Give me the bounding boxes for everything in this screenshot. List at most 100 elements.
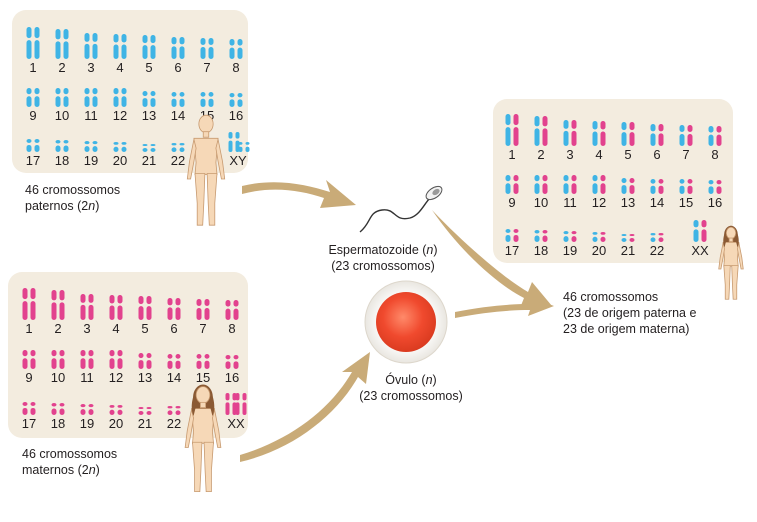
chromosome-21: [138, 407, 152, 415]
chromosome-number-14: 14: [171, 108, 185, 123]
chromosome-13: [142, 91, 156, 107]
chromosome-12: [592, 175, 606, 194]
chromosome-X: [228, 132, 240, 152]
chromosome-10: [51, 350, 65, 369]
chromosome-number-XX: XX: [691, 243, 709, 258]
chromosome-11: [84, 88, 98, 107]
chromosome-number-3: 3: [87, 60, 94, 75]
chromosome-number-6: 6: [170, 321, 177, 336]
chromosome-9: [26, 88, 40, 107]
chromosome-22: [650, 233, 664, 242]
chromosome-12: [109, 350, 123, 369]
chromosome-number-10: 10: [534, 195, 548, 210]
chromosome-number-7: 7: [682, 147, 689, 162]
chromosome-number-1: 1: [29, 60, 36, 75]
chromosome-number-21: 21: [142, 153, 156, 168]
chromosome-number-3: 3: [83, 321, 90, 336]
chromosome-number-20: 20: [109, 416, 123, 431]
chromosome-number-16: 16: [229, 108, 243, 123]
chromosome-number-8: 8: [232, 60, 239, 75]
chromosome-number-5: 5: [145, 60, 152, 75]
chromosome-number-13: 13: [621, 195, 635, 210]
chromosome-number-18: 18: [51, 416, 65, 431]
chromosome-number-12: 12: [109, 370, 123, 385]
chromosome-5: [142, 35, 156, 59]
chromosome-19: [563, 231, 577, 242]
chromosome-number-15: 15: [196, 370, 210, 385]
chromosome-number-21: 21: [138, 416, 152, 431]
chromosome-18: [534, 230, 548, 242]
maternal-caption: 46 cromossomos maternos (2n): [22, 446, 117, 478]
chromosome-8: [225, 300, 239, 320]
chromosome-4: [109, 295, 123, 320]
arrow-ovum-to-child: [455, 296, 554, 318]
ovum-label-n: n: [425, 373, 433, 387]
chromosome-number-3: 3: [566, 147, 573, 162]
chromosome-number-4: 4: [112, 321, 119, 336]
chromosome-number-9: 9: [508, 195, 515, 210]
chromosome-number-1: 1: [508, 147, 515, 162]
chromosome-number-5: 5: [624, 147, 631, 162]
chromosome-number-XY: XY: [229, 153, 247, 168]
chromosome-19: [84, 141, 98, 152]
ovum-cell: [364, 280, 448, 364]
chromosome-22: [167, 406, 181, 415]
chromosome-7: [200, 38, 214, 59]
chromosome-1: [22, 288, 36, 320]
paternal-caption: 46 cromossomos paternos (2n): [25, 182, 120, 214]
chromosome-15: [196, 354, 210, 369]
chromosome-number-5: 5: [141, 321, 148, 336]
chromosome-number-XX: XX: [227, 416, 245, 431]
child-caption: 46 cromossomos (23 de origem paterna e 2…: [563, 289, 696, 337]
chromosome-19: [80, 404, 94, 415]
chromosome-number-12: 12: [592, 195, 606, 210]
chromosome-3: [80, 294, 94, 320]
chromosome-7: [196, 299, 210, 320]
chromosome-number-22: 22: [171, 153, 185, 168]
chromosome-1: [26, 27, 40, 59]
chromosome-14: [650, 179, 664, 194]
chromosome-number-19: 19: [563, 243, 577, 258]
arrow-sperm-to-child: [432, 210, 552, 308]
maternal-caption-line1: 46 cromossomos: [22, 447, 118, 461]
daughter-figure: [718, 225, 744, 300]
chromosome-X-2: [235, 393, 247, 415]
paternal-caption-line2: paternos (2n): [25, 198, 120, 214]
chromosome-11: [80, 350, 94, 369]
chromosome-XX: [225, 393, 247, 415]
chromosome-number-9: 9: [29, 108, 36, 123]
chromosome-number-10: 10: [51, 370, 65, 385]
child-karyotype-panel: [493, 99, 733, 263]
chromosome-5: [138, 296, 152, 320]
chromosome-number-10: 10: [55, 108, 69, 123]
sperm-label-n: n: [426, 243, 434, 257]
chromosome-10: [534, 175, 548, 194]
chromosome-15: [679, 179, 693, 194]
chromosome-number-11: 11: [563, 195, 577, 210]
chromosome-7: [679, 125, 693, 146]
chromosome-number-2: 2: [58, 60, 65, 75]
chromosome-14: [171, 92, 185, 107]
chromosome-number-13: 13: [142, 108, 156, 123]
sperm-caption: Espermatozoide (n) (23 cromossomos): [318, 242, 448, 274]
chromosome-6: [171, 37, 185, 59]
chromosome-3: [84, 33, 98, 59]
arrow-mother-to-ovum: [240, 352, 370, 462]
chromosome-number-17: 17: [22, 416, 36, 431]
chromosome-16: [708, 180, 722, 194]
chromosome-15: [200, 92, 214, 107]
chromosome-number-8: 8: [228, 321, 235, 336]
chromosome-number-2: 2: [537, 147, 544, 162]
chromosome-number-15: 15: [679, 195, 693, 210]
chromosome-8: [229, 39, 243, 59]
chromosome-4: [113, 34, 127, 59]
paternal-caption-close: ): [95, 199, 100, 213]
chromosome-number-4: 4: [116, 60, 123, 75]
chromosome-number-4: 4: [595, 147, 602, 162]
chromosome-number-20: 20: [113, 153, 127, 168]
chromosome-number-22: 22: [167, 416, 181, 431]
maternal-caption-close: ): [95, 463, 100, 477]
chromosome-18: [55, 140, 69, 152]
chromosome-4: [592, 121, 606, 146]
